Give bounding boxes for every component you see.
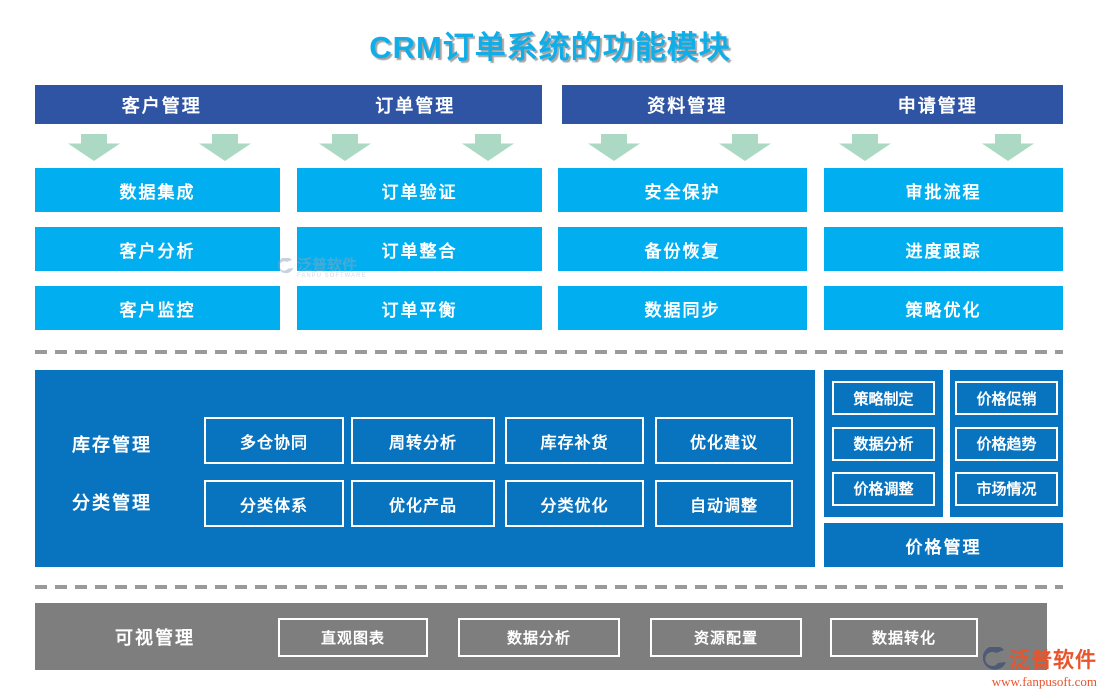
logo-site: www.fanpusoft.com (991, 674, 1097, 689)
inventory-box: 多仓协同 (204, 417, 344, 464)
down-arrow-icon (319, 134, 371, 161)
visual-box: 直观图表 (278, 618, 428, 657)
visual-box: 数据分析 (458, 618, 620, 657)
visual-box: 资源配置 (650, 618, 802, 657)
module-box: 数据集成 (35, 168, 280, 212)
price-panel-right-column: 价格促销 价格趋势 市场情况 (950, 370, 1063, 517)
down-arrow-icon (462, 134, 514, 161)
down-arrow-icon (68, 134, 120, 161)
visual-mgmt-label: 可视管理 (115, 627, 195, 648)
dashed-divider (35, 585, 1063, 589)
down-arrow-icon (982, 134, 1034, 161)
inventory-box: 周转分析 (351, 417, 495, 464)
price-box: 价格趋势 (955, 426, 1058, 461)
visual-box: 数据转化 (830, 618, 978, 657)
column-data: 安全保护 备份恢复 数据同步 (558, 168, 807, 330)
module-box: 审批流程 (824, 168, 1063, 212)
watermark-caption: FANPU SOFTWARE (297, 273, 367, 279)
module-box: 安全保护 (558, 168, 807, 212)
header-order-mgmt: 订单管理 (375, 95, 456, 116)
column-customer: 数据集成 客户分析 客户监控 (35, 168, 280, 330)
inventory-label: 库存管理 (72, 435, 152, 455)
price-panel-left-column: 策略制定 数据分析 价格调整 (824, 370, 943, 517)
watermark-name: 泛普软件 (297, 257, 358, 274)
module-box: 备份恢复 (558, 227, 807, 271)
module-box: 订单验证 (297, 168, 542, 212)
price-box: 策略制定 (832, 381, 935, 416)
inventory-box: 库存补货 (505, 417, 644, 464)
header-request-mgmt: 申请管理 (897, 95, 978, 116)
dashed-divider (35, 350, 1063, 354)
classification-box: 分类体系 (204, 480, 344, 527)
fanpu-swoosh-icon (983, 647, 1006, 670)
classification-box: 自动调整 (655, 480, 793, 527)
down-arrow-icon (588, 134, 640, 161)
down-arrow-icon (199, 134, 251, 161)
classification-label: 分类管理 (72, 493, 152, 513)
header-customer-mgmt: 客户管理 (121, 95, 202, 116)
module-box: 策略优化 (824, 286, 1063, 330)
classification-box: 分类优化 (505, 480, 644, 527)
module-box: 订单平衡 (297, 286, 542, 330)
column-request: 审批流程 进度跟踪 策略优化 (824, 168, 1063, 330)
fanpu-swoosh-icon (278, 258, 294, 274)
inventory-box: 优化建议 (655, 417, 793, 464)
header-bar-left: 客户管理 订单管理 (35, 85, 542, 124)
classification-box: 优化产品 (351, 480, 495, 527)
module-box: 客户监控 (35, 286, 280, 330)
down-arrow-icon (839, 134, 891, 161)
page-title: CRM订单系统的功能模块 (369, 30, 731, 65)
module-box: 进度跟踪 (824, 227, 1063, 271)
logo-name: 泛普软件 (1009, 649, 1097, 672)
down-arrow-icon (719, 134, 771, 161)
column-order: 订单验证 订单整合 订单平衡 (297, 168, 542, 330)
price-box: 价格调整 (832, 471, 935, 506)
price-mgmt-bar: 价格管理 (824, 523, 1063, 567)
module-box: 客户分析 (35, 227, 280, 271)
price-box: 数据分析 (832, 426, 935, 461)
module-box: 订单整合 (297, 227, 542, 271)
header-bar-right: 资料管理 申请管理 (562, 85, 1063, 124)
module-box: 数据同步 (558, 286, 807, 330)
inventory-panel: 库存管理 多仓协同 周转分析 库存补货 优化建议 分类管理 分类体系 优化产品 … (35, 370, 815, 567)
price-box: 市场情况 (955, 471, 1058, 506)
fanpu-logo: 泛普软件 www.fanpusoft.com (972, 644, 1097, 690)
visual-mgmt-bar: 可视管理 直观图表 数据分析 资源配置 数据转化 (35, 603, 1047, 670)
price-box: 价格促销 (955, 381, 1058, 416)
header-data-mgmt: 资料管理 (647, 95, 728, 116)
watermark: 泛普软件 FANPU SOFTWARE (278, 258, 366, 279)
